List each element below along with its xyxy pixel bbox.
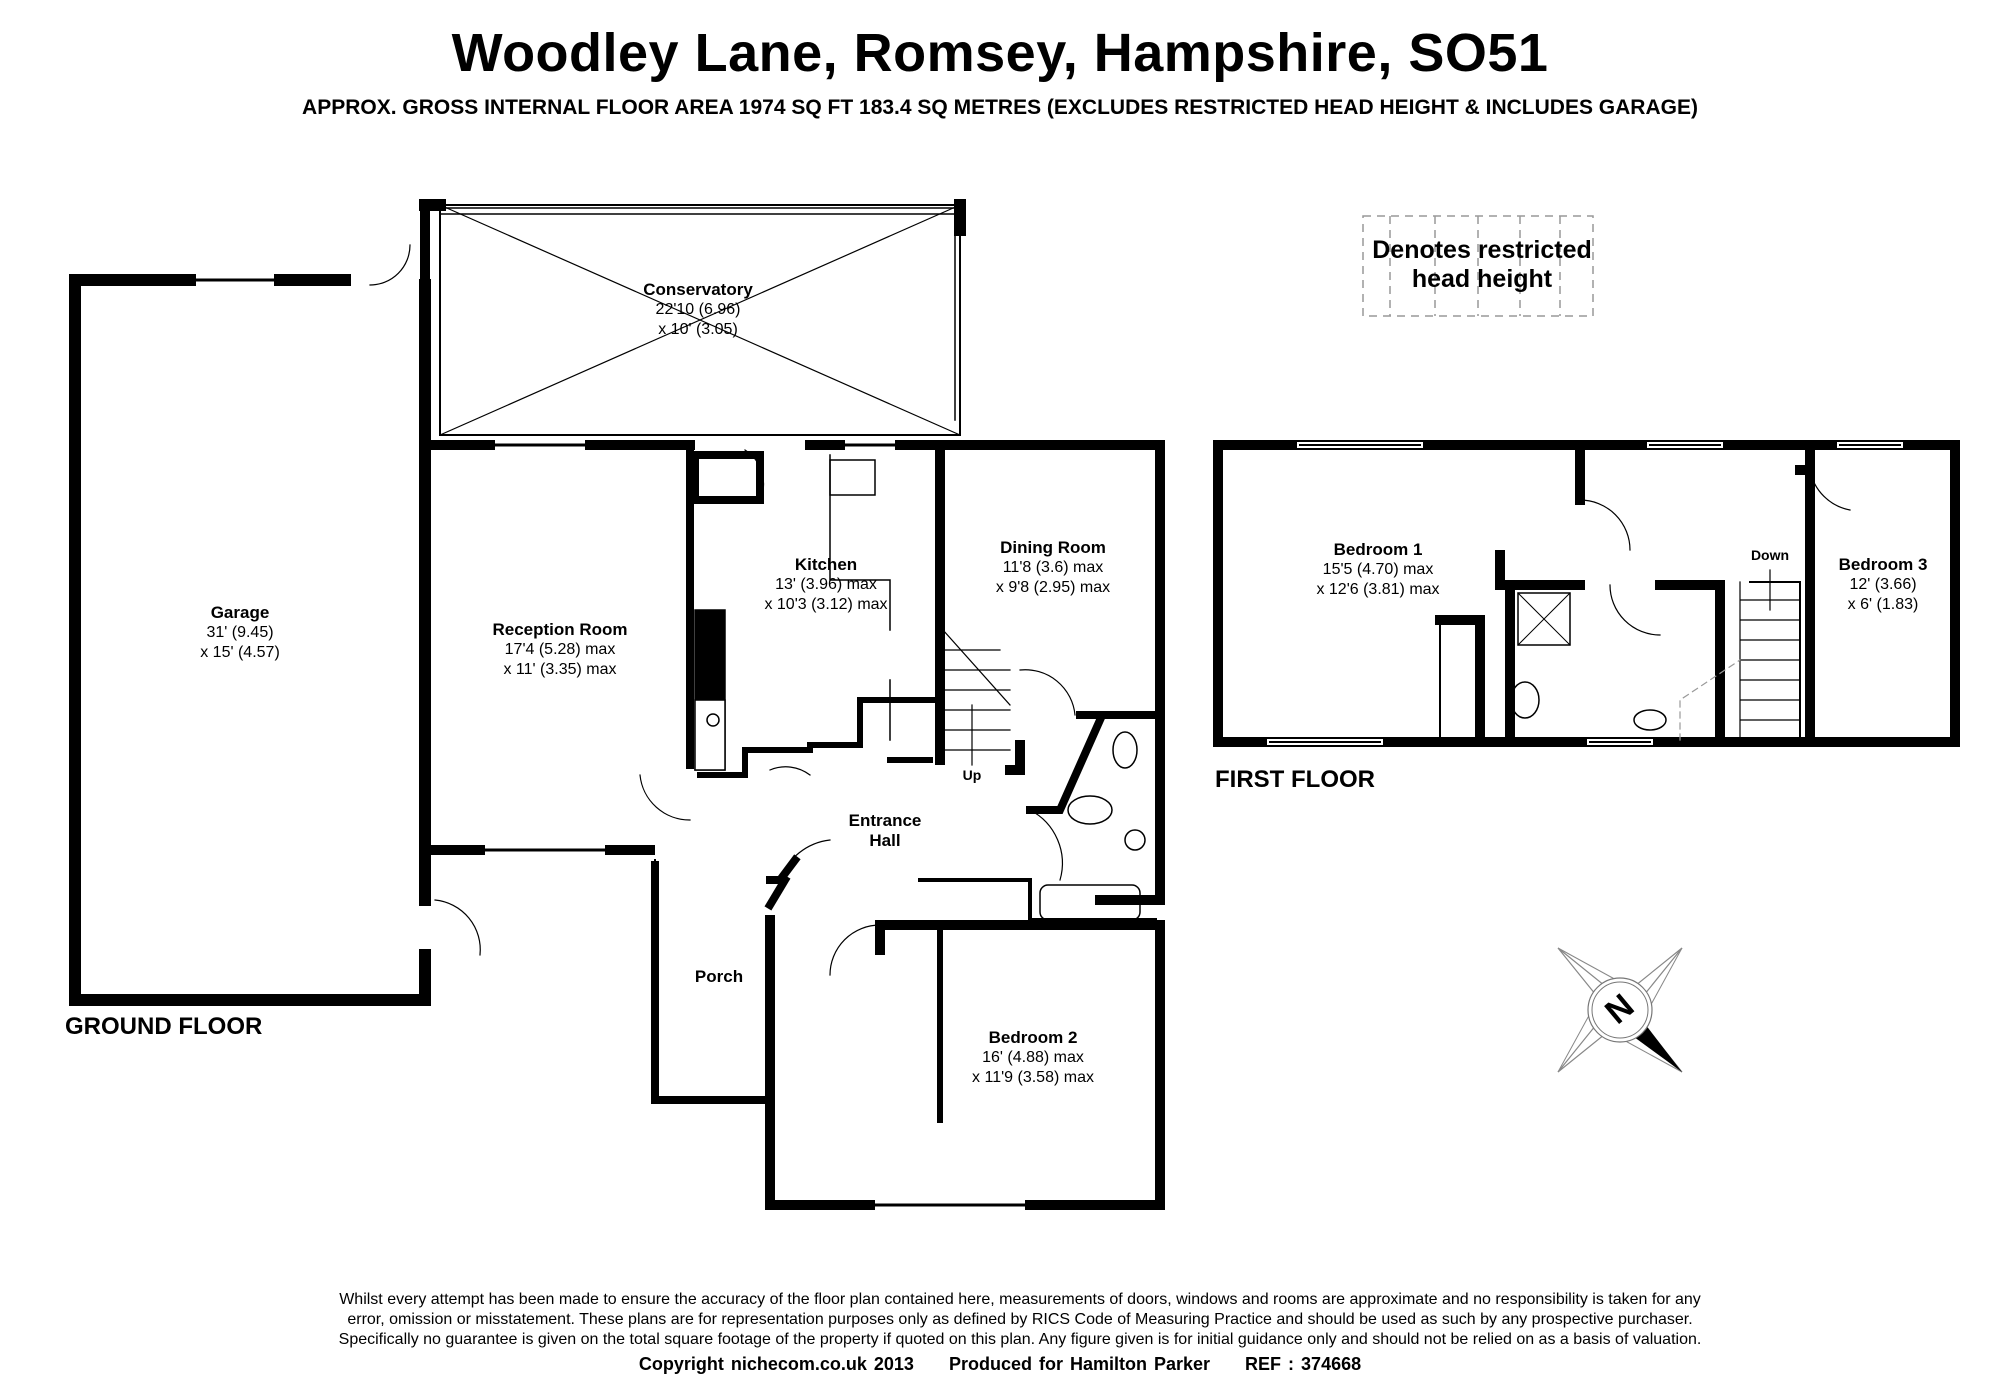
house-walls [419,279,1165,1210]
first-floor-walls [1213,440,1960,747]
room-dimension: x 10'3 (3.12) max [764,596,888,613]
room-dimension: 22'10 (6.96) [655,301,741,318]
plan-title: Woodley Lane, Romsey, Hampshire, SO51 [451,23,1549,83]
conservatory-walls [419,199,966,436]
room-label-bedroom-1: Bedroom 1 15'5 (4.70) max x 12'6 (3.81) … [1316,540,1439,600]
disclaimer-line-2: error, omission or misstatement. These p… [347,1311,1693,1328]
room-dimension: x 10' (3.05) [658,321,738,338]
room-dimension: 31' (9.45) [206,624,274,641]
room-dimension: 12' (3.66) [1849,576,1917,593]
restricted-head-height-note: Denotes restricted head height [1362,236,1602,294]
door-swings [369,244,1076,976]
room-name: Garage [210,603,270,622]
legend-line-2: head height [1411,265,1553,293]
disclaimer-line-3: Specifically no guarantee is given on th… [338,1331,1702,1348]
reference-number: REF : 374668 [1245,1354,1362,1374]
room-dimension: x 9'8 (2.95) max [995,579,1111,596]
room-name: Porch [694,967,744,986]
room-dimension: 16' (4.88) max [982,1049,1084,1066]
kitchen-fixtures [691,451,891,771]
first-floor-label: FIRST FLOOR [1215,766,1375,793]
copyright-text: Copyright nichecom.co.uk 2013 [638,1354,914,1374]
ground-floor-label: GROUND FLOOR [65,1013,263,1040]
room-label-porch: Porch [695,967,743,987]
room-dimension: 15'5 (4.70) max [1322,561,1434,578]
room-dimension: x 15' (4.57) [200,644,280,661]
room-label-bedroom-2: Bedroom 2 16' (4.88) max x 11'9 (3.58) m… [972,1028,1094,1088]
footer: Copyright nichecom.co.uk 2013 Produced f… [0,1354,2000,1375]
compass-rose [1557,947,1683,1073]
stairs-down-label: Down [1750,547,1790,563]
stairs-up-label: Up [962,767,982,783]
ground-floor-walls [69,199,1165,1210]
restricted-head-height-legend [1362,215,1594,317]
room-dimension: x 6' (1.83) [1847,596,1919,613]
room-label-bedroom-3: Bedroom 3 12' (3.66) x 6' (1.83) [1839,555,1928,615]
room-name: Bedroom 2 [988,1028,1078,1047]
room-label-kitchen: Kitchen 13' (3.96) max x 10'3 (3.12) max [764,555,887,615]
room-dimension: x 12'6 (3.81) max [1316,581,1440,598]
room-name: Entrance [848,811,922,830]
room-label-dining-room: Dining Room 11'8 (3.6) max x 9'8 (2.95) … [996,538,1110,598]
room-label-garage: Garage 31' (9.45) x 15' (4.57) [200,603,280,663]
room-label-conservatory: Conservatory 22'10 (6.96) x 10' (3.05) [643,280,753,340]
disclaimer: Whilst every attempt has been made to en… [240,1290,1800,1350]
room-name: Bedroom 3 [1838,555,1928,574]
room-name: Reception Room [492,620,628,639]
room-dimension: 17'4 (5.28) max [504,641,616,658]
legend-line-1: Denotes restricted [1372,236,1592,264]
disclaimer-line-1: Whilst every attempt has been made to en… [339,1291,1701,1308]
room-name: Dining Room [1000,538,1106,557]
floor-area-subtitle: APPROX. GROSS INTERNAL FLOOR AREA 1974 S… [302,96,1698,119]
room-name: Kitchen [794,555,858,574]
room-dimension: 13' (3.96) max [775,576,877,593]
room-dimension: x 11'9 (3.58) max [972,1069,1094,1086]
room-dimension: 11'8 (3.6) max [1002,559,1104,576]
room-label-reception-room: Reception Room 17'4 (5.28) max x 11' (3.… [492,620,627,680]
room-name: Conservatory [643,280,753,299]
room-label-entrance-hall: Entrance Hall [849,811,922,851]
room-dimension: x 11' (3.35) max [503,661,617,678]
room-name-line2: Hall [869,831,901,850]
room-name: Bedroom 1 [1333,540,1423,559]
ground-stairs [942,629,1011,766]
bathroom-fixtures [1039,731,1146,921]
produced-for-text: Produced for Hamilton Parker [948,1354,1211,1374]
